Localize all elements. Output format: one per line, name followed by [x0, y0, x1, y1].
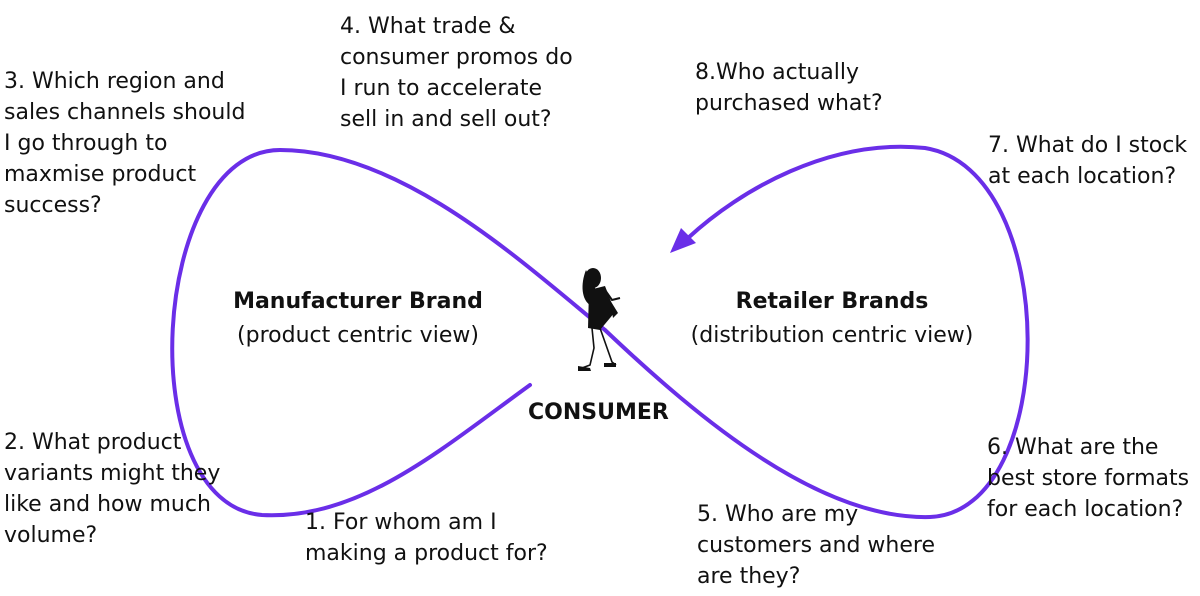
question-7: 7. What do I stock at each location?: [988, 133, 1188, 189]
question-2: 2. What product variants might they like…: [4, 430, 221, 548]
manufacturer-brand-title: Manufacturer Brand: [233, 289, 483, 314]
retailer-brands-subtitle: (distribution centric view): [690, 323, 974, 348]
left-loop-path: [170, 147, 607, 518]
right-loop-path: [603, 144, 1030, 520]
question-1: 1. For whom am I making a product for?: [305, 510, 548, 566]
consumer-label: CONSUMER: [528, 400, 669, 425]
manufacturer-brand-label: Manufacturer Brand (product centric view…: [208, 285, 508, 353]
arrow-head-icon: [670, 228, 696, 253]
manufacturer-brand-subtitle: (product centric view): [237, 323, 479, 348]
woman-walking-icon: [578, 268, 621, 371]
question-8: 8.Who actually purchased what?: [695, 60, 883, 116]
retailer-brands-title: Retailer Brands: [735, 289, 929, 314]
question-6: 6. What are the best store formats for e…: [987, 435, 1190, 522]
retailer-brands-label: Retailer Brands (distribution centric vi…: [672, 285, 992, 353]
question-5: 5. Who are my customers and where are th…: [697, 502, 936, 589]
question-4: 4. What trade & consumer promos do I run…: [340, 14, 573, 132]
question-3: 3. Which region and sales channels shoul…: [4, 69, 246, 218]
